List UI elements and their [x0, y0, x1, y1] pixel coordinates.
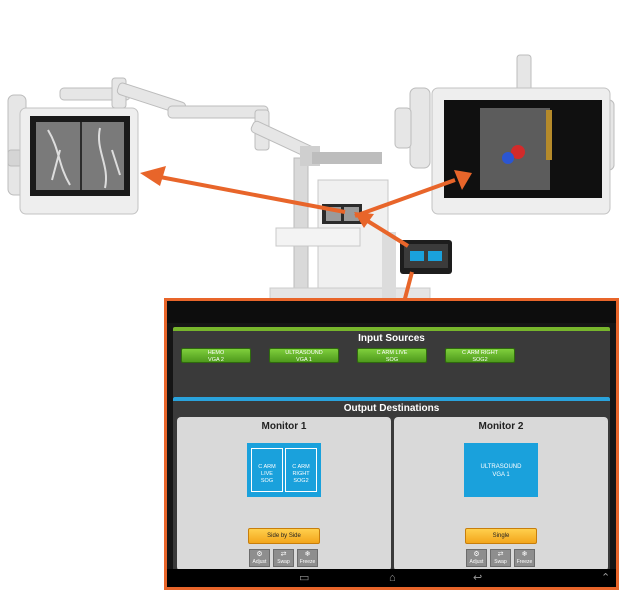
- home-icon[interactable]: ⌂: [389, 572, 396, 584]
- cart-touchscreen: [400, 240, 452, 274]
- input-sources-panel: Input Sources HEMO VGA 2 ULTRASOUND VGA …: [173, 327, 610, 398]
- equipment-cart: [269, 146, 431, 303]
- monitor-1-title: Monitor 1: [261, 421, 307, 432]
- tool-label: Adjust: [469, 559, 484, 565]
- control-tablet: Input Sources HEMO VGA 2 ULTRASOUND VGA …: [164, 298, 619, 590]
- tool-label: Freeze: [516, 559, 533, 565]
- monitor-1-left-source[interactable]: C ARM LIVE SOG: [251, 448, 283, 492]
- monitor-2-mode-button[interactable]: Single: [465, 528, 537, 544]
- monitor-1-adjust-button[interactable]: ⚙ Adjust: [249, 549, 270, 567]
- tool-label: Freeze: [299, 559, 316, 565]
- output-destinations-panel: Output Destinations Monitor 1 C ARM LIVE…: [173, 397, 610, 573]
- source-sublabel: SOG2: [293, 478, 309, 484]
- snowflake-icon: ❄: [521, 551, 528, 558]
- source-sublabel: SOG: [260, 478, 274, 484]
- source-label: ULTRASOUND: [480, 464, 522, 470]
- input-sources-title: Input Sources: [358, 333, 425, 344]
- source-label: C ARM RIGHT: [461, 350, 499, 356]
- source-sublabel: VGA 1: [492, 472, 510, 478]
- monitor-1-preview[interactable]: C ARM LIVE SOG C ARM RIGHT SOG2: [247, 443, 321, 497]
- chevron-up-icon[interactable]: ⌃: [601, 572, 611, 584]
- tool-label: Swap: [494, 559, 507, 565]
- output-destinations-title: Output Destinations: [343, 403, 440, 414]
- source-sublabel: VGA 2: [208, 356, 224, 363]
- source-label: ULTRASOUND: [285, 350, 323, 356]
- monitor-2-title: Monitor 2: [478, 421, 524, 432]
- monitor-1-right-source[interactable]: C ARM RIGHT SOG2: [285, 448, 317, 492]
- monitor-2-panel: Monitor 2 ULTRASOUND VGA 1 Single ⚙ Adju…: [394, 417, 608, 571]
- status-bar: [167, 301, 616, 323]
- recent-apps-icon[interactable]: ▭: [299, 572, 310, 584]
- source-carm-right-button[interactable]: C ARM RIGHT SOG2: [445, 348, 515, 363]
- left-monitor: [19, 107, 139, 215]
- monitor-1-swap-button[interactable]: ⇄ Swap: [273, 549, 294, 567]
- source-sublabel: SOG: [385, 356, 399, 363]
- source-label: HEMO: [207, 350, 225, 356]
- android-nav-bar: ▭ ⌂ ↩ ⌃: [167, 569, 616, 587]
- source-label: C ARM LIVE: [376, 350, 408, 356]
- monitor-1-panel: Monitor 1 C ARM LIVE SOG C ARM RIGHT SOG…: [177, 417, 391, 571]
- back-icon[interactable]: ↩: [473, 572, 483, 584]
- right-monitor: [431, 87, 611, 215]
- tool-label: Swap: [277, 559, 290, 565]
- monitor-2-preview[interactable]: ULTRASOUND VGA 1: [464, 443, 538, 497]
- source-hemo-button[interactable]: HEMO VGA 2: [181, 348, 251, 363]
- monitor-2-source: ULTRASOUND VGA 1: [464, 463, 538, 479]
- monitor-2-adjust-button[interactable]: ⚙ Adjust: [466, 549, 487, 567]
- gear-icon: ⚙: [473, 551, 480, 558]
- source-ultrasound-button[interactable]: ULTRASOUND VGA 1: [269, 348, 339, 363]
- monitor-2-swap-button[interactable]: ⇄ Swap: [490, 549, 511, 567]
- source-sublabel: SOG2: [472, 356, 488, 363]
- swap-icon: ⇄: [280, 551, 287, 558]
- snowflake-icon: ❄: [304, 551, 311, 558]
- monitor-1-mode-button[interactable]: Side by Side: [248, 528, 320, 544]
- source-carm-live-button[interactable]: C ARM LIVE SOG: [357, 348, 427, 363]
- monitor-1-freeze-button[interactable]: ❄ Freeze: [297, 549, 318, 567]
- source-label: C ARM LIVE: [258, 464, 276, 477]
- gear-icon: ⚙: [256, 551, 263, 558]
- source-sublabel: VGA 1: [296, 356, 312, 363]
- swap-icon: ⇄: [497, 551, 504, 558]
- source-label: C ARM RIGHT: [292, 464, 310, 477]
- monitor-2-freeze-button[interactable]: ❄ Freeze: [514, 549, 535, 567]
- tool-label: Adjust: [252, 559, 267, 565]
